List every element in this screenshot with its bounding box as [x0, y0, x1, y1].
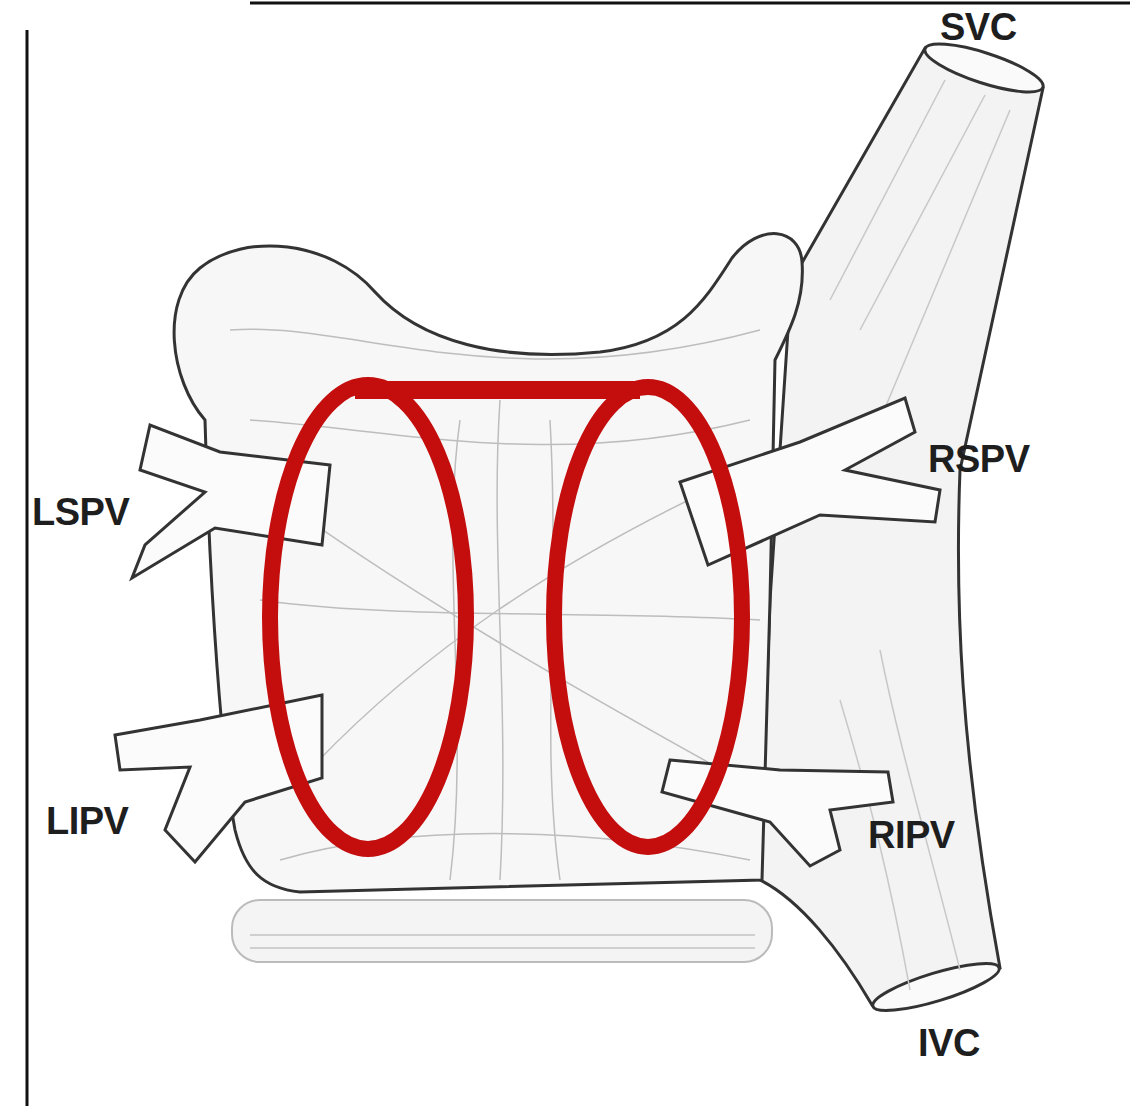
vessel-label: RSPV	[928, 440, 1029, 478]
vessel-label: RIPV	[868, 816, 955, 854]
vessel-label: LSPV	[32, 493, 129, 531]
frame-line	[250, 2, 1130, 5]
roof-line	[355, 381, 640, 399]
left-pv-isolation-ring	[270, 385, 466, 849]
vena-cava	[760, 48, 1043, 1005]
coronary-sinus	[232, 900, 772, 962]
band-stripes	[250, 935, 755, 948]
ivc-opening	[869, 954, 1003, 1019]
svc-fibres	[830, 80, 1010, 990]
vessel-label: IVC	[918, 1024, 980, 1062]
right-pv-isolation-ring	[554, 387, 742, 847]
vessel-label: LIPV	[46, 802, 128, 840]
vessel-label: SVC	[940, 8, 1017, 46]
frame-line	[26, 30, 29, 1106]
